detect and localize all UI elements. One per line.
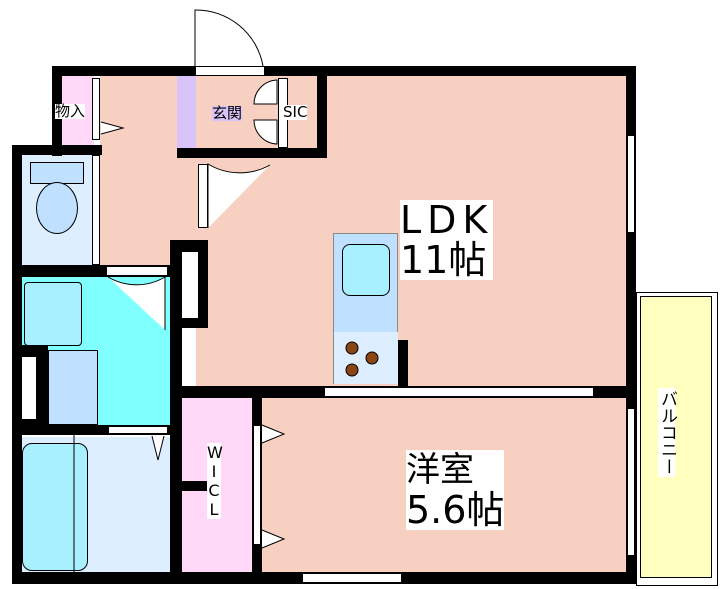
storage-door-mark <box>100 121 125 135</box>
burner-icon <box>345 341 359 355</box>
burner-icon <box>365 351 379 365</box>
wic-door-mark-1 <box>261 424 286 444</box>
door-storage[interactable] <box>92 78 100 140</box>
hall-niche <box>182 252 198 318</box>
balcony-floor <box>640 296 712 578</box>
wash-door-arc <box>107 276 166 330</box>
label-shoe-closet: SIC <box>283 103 308 121</box>
washbasin <box>24 282 82 346</box>
wall-toilet-top <box>12 145 102 155</box>
bathtub <box>22 443 88 571</box>
wic-door-mark-2 <box>261 529 286 549</box>
wic-letter: L <box>209 500 219 519</box>
label-balcony: バルコニー <box>657 388 677 477</box>
front-door-arc <box>194 9 264 67</box>
wall-entrance-right <box>317 66 327 158</box>
wall-top <box>52 66 636 76</box>
toilet-bowl <box>36 182 78 234</box>
front-door-opening <box>195 66 265 76</box>
wall-stove-side <box>398 340 408 386</box>
label-wic: W I C L <box>207 443 223 519</box>
door-wic[interactable] <box>253 425 261 545</box>
door-wash[interactable] <box>106 266 168 276</box>
door-bath[interactable] <box>108 426 168 434</box>
wic-letter: C <box>208 481 220 500</box>
window-ldk-right[interactable] <box>627 135 635 233</box>
wall-wash-right <box>170 240 182 584</box>
western-name: 洋室 <box>406 450 474 490</box>
wic-letter: W <box>207 443 223 462</box>
burner-icon <box>345 363 359 377</box>
wall-right <box>626 66 636 584</box>
washing-machine <box>48 350 98 425</box>
kitchen-sink <box>342 244 390 296</box>
label-western: 洋室 5.6帖 <box>406 450 505 532</box>
label-storage: 物入 <box>55 102 86 120</box>
ldk-size: 11帖 <box>400 238 487 282</box>
label-ldk: LDK 11帖 <box>400 198 494 282</box>
door-toilet[interactable] <box>92 155 100 265</box>
label-entrance: 玄関 <box>212 104 243 122</box>
sic-door-arc-top <box>253 79 278 105</box>
ldk-name: LDK <box>400 198 494 242</box>
sic-door-arc-bottom <box>253 119 278 145</box>
sliding-door-ldk[interactable] <box>324 387 594 397</box>
window-western-right[interactable] <box>627 408 635 556</box>
wall-entrance-bottom <box>177 148 327 158</box>
wall-bath-top <box>12 425 180 435</box>
western-size: 5.6帖 <box>406 488 505 532</box>
bath-door-mark <box>151 435 165 461</box>
wall-wic-mid <box>180 481 208 491</box>
window-western-bottom[interactable] <box>302 573 402 583</box>
ldk-door-arc <box>207 163 271 228</box>
wic-letter: I <box>211 462 217 481</box>
wash-niche <box>22 357 36 419</box>
